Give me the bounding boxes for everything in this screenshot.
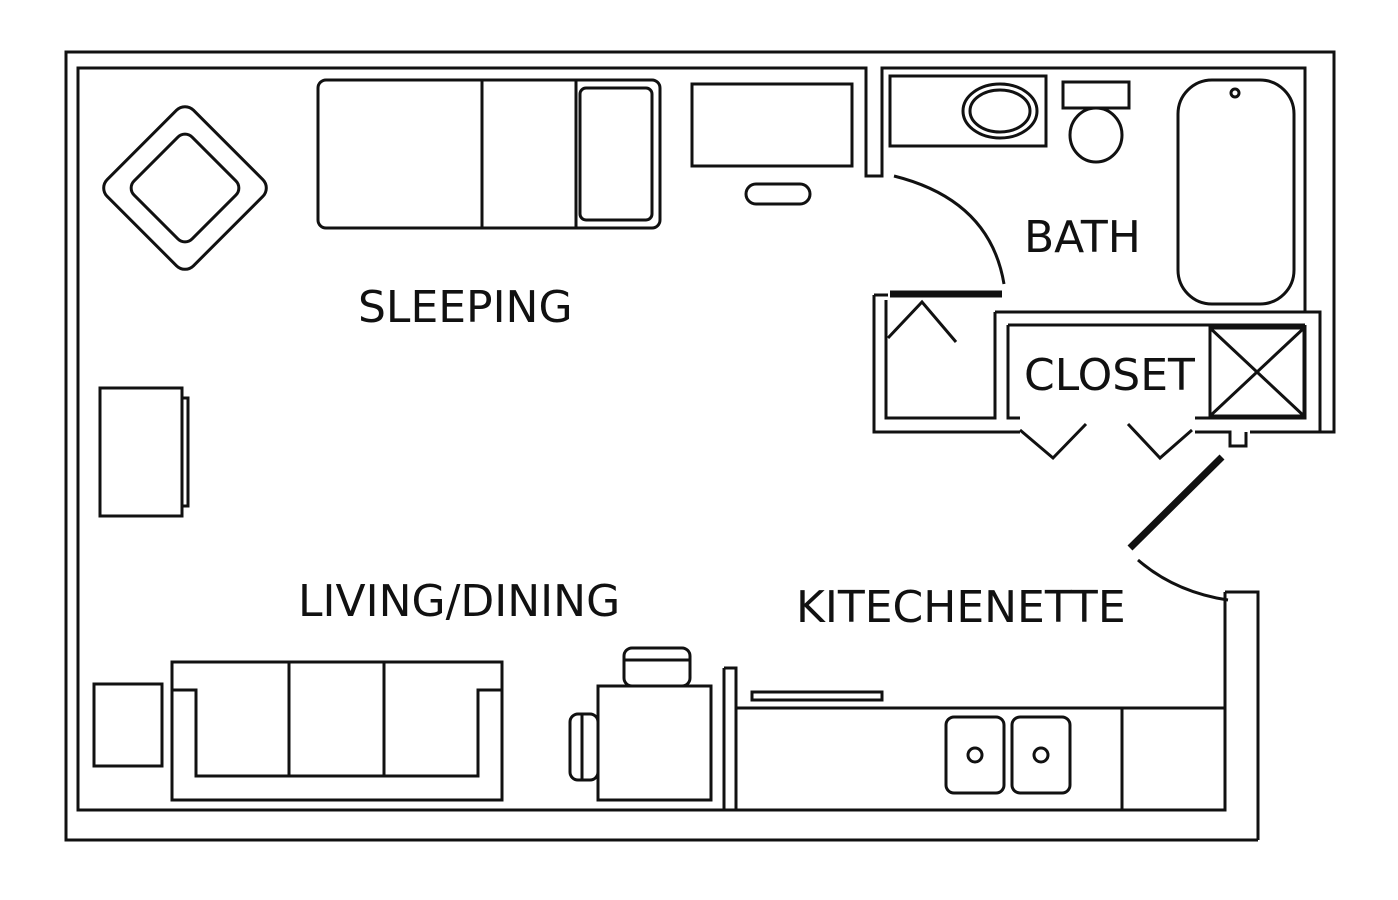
armchair: [102, 105, 268, 271]
wall-shelf: [750, 690, 884, 702]
dining-chair-left: [568, 712, 600, 782]
desk-chair: [744, 182, 812, 206]
bath-door-swing: [893, 174, 1006, 285]
room-label-bath: BATH: [1024, 212, 1141, 263]
toilet: [1061, 80, 1131, 164]
doors: [886, 174, 1229, 602]
bathroom-vanity: [888, 74, 1048, 148]
end-table: [92, 682, 164, 768]
closet-door-left: [1019, 422, 1088, 461]
room-label-living-dining: LIVING/DINING: [298, 576, 620, 627]
room-label-closet: CLOSET: [1024, 350, 1195, 401]
exterior-walls: [64, 50, 1336, 842]
bed: [316, 78, 662, 230]
dining-table: [568, 646, 713, 802]
room-label-sleeping: SLEEPING: [358, 282, 573, 333]
room-label-kitchenette: KITECHENETTE: [796, 582, 1126, 633]
kitchen-sink: [944, 715, 1072, 795]
closet-door-right: [1126, 422, 1193, 461]
desk: [690, 82, 854, 206]
bathtub: [1176, 78, 1296, 306]
entry-door: [1127, 454, 1225, 551]
sink: [961, 82, 1039, 140]
kitchen-counter: [736, 690, 1225, 810]
tv-cabinet: [98, 386, 190, 518]
entry-door-swing: [1137, 558, 1229, 602]
water-heater: [1208, 326, 1306, 418]
interior-walls: [722, 293, 1322, 810]
sofa: [170, 660, 504, 802]
dining-chair-top: [622, 646, 692, 688]
linen-closet-door: [886, 299, 958, 343]
